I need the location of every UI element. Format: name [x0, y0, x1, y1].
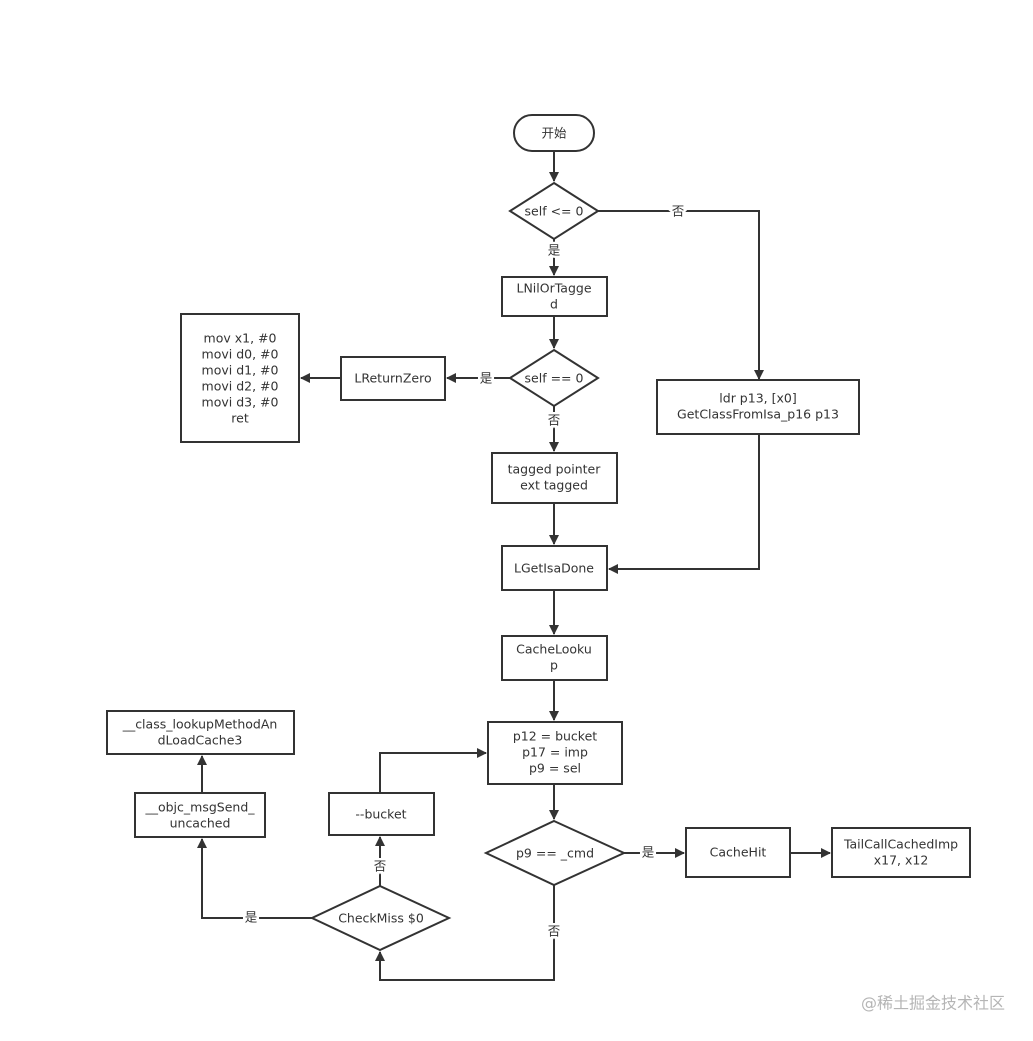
- node-text: d: [550, 297, 558, 312]
- decision-checkmiss: CheckMiss $0: [309, 884, 452, 952]
- node-text: p17 = imp: [522, 745, 588, 760]
- node-tailcall: TailCallCachedImp x17, x12: [831, 827, 971, 878]
- label-yes: 是: [245, 910, 258, 925]
- node-text: self <= 0: [525, 204, 584, 219]
- node-text: LGetIsaDone: [514, 561, 594, 576]
- node-return-zero-code: mov x1, #0 movi d0, #0 movi d1, #0 movi …: [180, 313, 300, 443]
- node-cachelookup: CacheLooku p: [501, 635, 608, 681]
- node-text: movi d3, #0: [202, 395, 279, 410]
- node-lnilortagged: LNilOrTagge d: [501, 276, 608, 317]
- edge-cond3-no: [375, 885, 555, 981]
- decision-self-eq-0: self == 0: [508, 348, 600, 408]
- node-text: tagged pointer: [508, 462, 602, 477]
- node-text: ldr p13, [x0]: [719, 391, 796, 406]
- node-text: 开始: [541, 126, 567, 141]
- node-text: __class_lookupMethodAn: [122, 717, 278, 732]
- decision-self-le-0: self <= 0: [508, 181, 600, 241]
- node-text: p12 = bucket: [513, 729, 597, 744]
- node-text: LReturnZero: [354, 371, 431, 386]
- label-no: 否: [374, 859, 387, 874]
- node-text: --bucket: [355, 807, 406, 822]
- node-text: CacheLooku: [516, 642, 592, 657]
- node-text: TailCallCachedImp: [843, 837, 958, 852]
- node-text: CacheHit: [710, 845, 767, 860]
- label-yes: 是: [642, 845, 655, 860]
- node-text: mov x1, #0: [204, 331, 277, 346]
- node-text: x17, x12: [874, 853, 929, 868]
- node-text: __objc_msgSend_: [144, 800, 255, 815]
- node-lreturnzero: LReturnZero: [340, 356, 446, 401]
- edge-cond1-no: [598, 210, 764, 380]
- label-no: 否: [548, 924, 561, 939]
- edges: [197, 151, 831, 981]
- node-text: ext tagged: [520, 478, 588, 493]
- node-text: CheckMiss $0: [338, 911, 424, 926]
- label-no: 否: [672, 204, 685, 219]
- node-text: p: [550, 658, 558, 673]
- decision-p9-eq-cmd: p9 == _cmd: [483, 819, 627, 887]
- node-text: p9 == _cmd: [516, 846, 594, 861]
- node-bucket-vars: p12 = bucket p17 = imp p9 = sel: [487, 721, 623, 785]
- node-text: ret: [231, 411, 249, 426]
- node-tagged-pointer: tagged pointer ext tagged: [491, 452, 618, 504]
- node-text: movi d2, #0: [202, 379, 279, 394]
- node-text: uncached: [170, 816, 231, 831]
- label-no: 否: [548, 413, 561, 428]
- label-yes: 是: [548, 243, 561, 258]
- node-text: dLoadCache3: [158, 733, 243, 748]
- edge-ldr-lgetisadone: [608, 434, 760, 574]
- node-text: movi d1, #0: [202, 363, 279, 378]
- watermark: @稀土掘金技术社区: [861, 994, 1005, 1013]
- node-ldr: ldr p13, [x0] GetClassFromIsa_p16 p13: [656, 379, 860, 435]
- node-dec-bucket: --bucket: [328, 792, 435, 836]
- node-lgetisadone: LGetIsaDone: [501, 545, 608, 591]
- edge-checkmiss-yes: [197, 838, 312, 919]
- edge-decbucket-loop: [379, 748, 487, 793]
- node-text: GetClassFromIsa_p16 p13: [677, 407, 839, 422]
- node-cachehit: CacheHit: [685, 827, 791, 878]
- node-class-lookup: __class_lookupMethodAn dLoadCache3: [106, 710, 295, 755]
- node-text: LNilOrTagge: [516, 281, 591, 296]
- label-yes: 是: [480, 371, 493, 386]
- node-text: p9 = sel: [529, 761, 581, 776]
- node-start: 开始: [513, 114, 595, 152]
- node-msgsend-uncached: __objc_msgSend_ uncached: [134, 792, 266, 838]
- node-text: self == 0: [525, 371, 584, 386]
- node-text: movi d0, #0: [202, 347, 279, 362]
